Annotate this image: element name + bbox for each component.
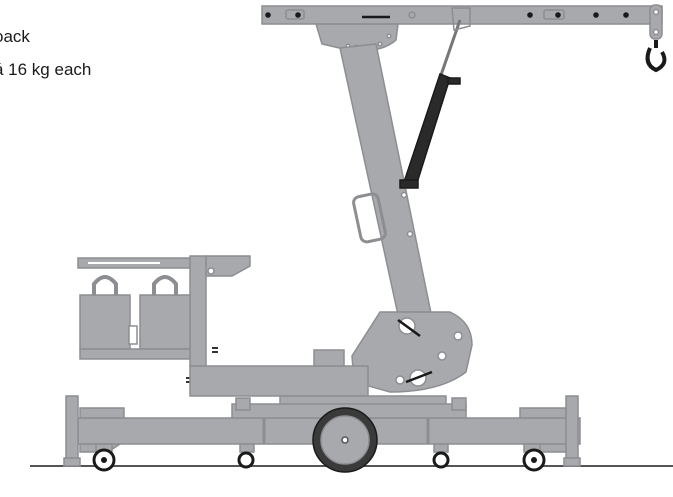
counterweight-frame <box>77 255 251 383</box>
swivel-caster-icon <box>432 443 450 469</box>
jib-arm <box>261 5 663 52</box>
pivot-base-plate <box>351 311 473 393</box>
caption-line-2: á 16 kg each <box>0 60 92 79</box>
caption-line-1: oack <box>0 27 30 46</box>
crane-hook-icon <box>645 4 667 73</box>
transport-wheel-icon <box>312 407 378 473</box>
swivel-caster-icon <box>92 443 116 472</box>
hydraulic-cylinder-icon <box>399 7 471 189</box>
swivel-caster-icon <box>522 443 546 472</box>
swivel-caster-icon <box>237 443 255 469</box>
